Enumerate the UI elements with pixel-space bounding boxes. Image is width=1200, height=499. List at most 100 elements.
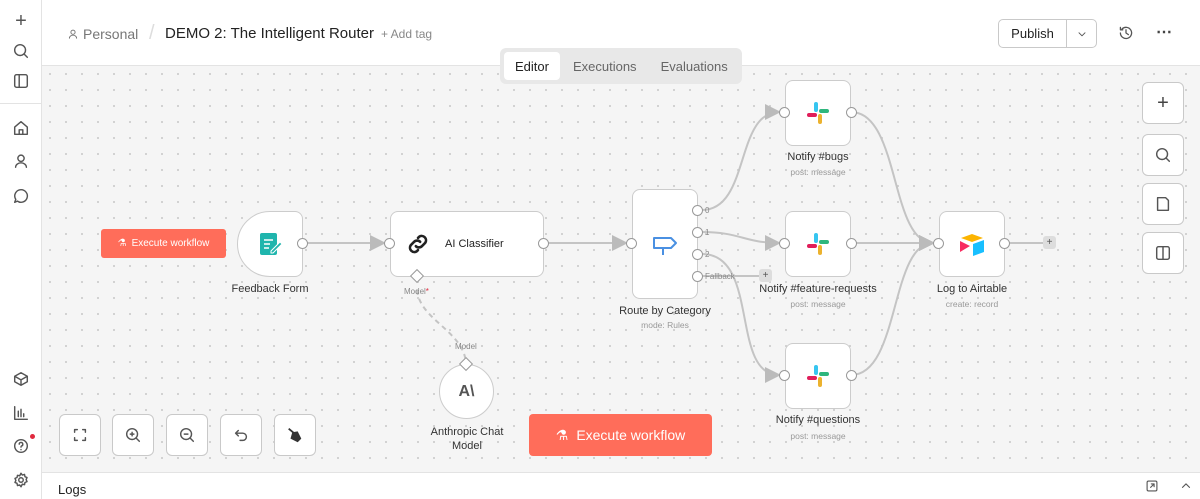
home-icon[interactable]: [9, 116, 33, 140]
output-port[interactable]: [846, 370, 857, 381]
popout-icon[interactable]: [1145, 479, 1159, 498]
toggle-panel-button[interactable]: [1142, 232, 1184, 274]
sticky-note-button[interactable]: [1142, 183, 1184, 225]
input-port[interactable]: [779, 370, 790, 381]
node-ai-classifier[interactable]: AI Classifier: [390, 211, 544, 277]
form-icon: [260, 233, 283, 255]
execute-workflow-trigger-button[interactable]: ⚗Execute workflow: [101, 229, 226, 258]
settings-gear-icon[interactable]: [9, 468, 33, 492]
connection: [850, 111, 935, 251]
publish-button-group: Publish: [998, 19, 1097, 48]
fit-view-button[interactable]: [59, 414, 101, 456]
chat-icon[interactable]: [9, 184, 33, 208]
slack-icon: [807, 102, 829, 124]
input-port[interactable]: [779, 107, 790, 118]
breadcrumb-separator: /: [149, 22, 155, 44]
signpost-icon: [653, 237, 677, 255]
publish-dropdown-chevron-icon[interactable]: [1067, 20, 1096, 47]
divider: [0, 103, 42, 104]
panel-icon: [1155, 245, 1171, 261]
zoom-out-icon: [179, 427, 195, 443]
help-icon[interactable]: [9, 434, 33, 458]
anthropic-logo-icon: A\: [458, 382, 475, 400]
node-label: Notify #feature-requests: [759, 283, 877, 295]
node-feedback-form[interactable]: [237, 211, 303, 277]
node-label: Notify #bugs: [787, 151, 849, 163]
node-label: Log to Airtable: [936, 283, 1008, 295]
zoom-in-button[interactable]: [112, 414, 154, 456]
output-port-fallback[interactable]: [692, 271, 703, 282]
node-notify-bugs[interactable]: [785, 80, 851, 146]
view-tabs: Editor Executions Evaluations: [500, 48, 742, 84]
output-port[interactable]: [846, 107, 857, 118]
node-route-by-category[interactable]: [632, 189, 698, 299]
add-node-button[interactable]: +: [1043, 236, 1056, 249]
add-tag-link[interactable]: + Add tag: [381, 27, 433, 41]
publish-button[interactable]: Publish: [999, 20, 1067, 47]
output-label: Fallback: [705, 272, 735, 281]
project-name: Personal: [83, 26, 139, 42]
input-port[interactable]: [933, 238, 944, 249]
logs-panel-bar[interactable]: Logs: [42, 472, 1200, 499]
node-subtitle: post: message: [790, 167, 846, 177]
undo-button[interactable]: [220, 414, 262, 456]
undo-icon: [234, 429, 248, 442]
input-port[interactable]: [384, 238, 395, 249]
model-port-label: Model: [455, 342, 477, 351]
search-nodes-button[interactable]: [1142, 134, 1184, 176]
slack-icon: [807, 233, 829, 255]
zoom-out-button[interactable]: [166, 414, 208, 456]
execute-workflow-button[interactable]: ⚗Execute workflow: [529, 414, 712, 456]
output-port[interactable]: [297, 238, 308, 249]
node-label: Feedback Form: [231, 283, 309, 295]
model-connection: [416, 289, 467, 363]
add-node-panel-button[interactable]: +: [1142, 82, 1184, 124]
user-icon[interactable]: [9, 149, 33, 173]
tidy-up-button[interactable]: [274, 414, 316, 456]
flask-icon: ⚗: [117, 238, 127, 249]
plus-icon[interactable]: +: [15, 9, 27, 32]
sidebar-toggle-icon[interactable]: [9, 69, 33, 93]
slack-icon: [807, 365, 829, 387]
flask-icon: ⚗: [555, 426, 569, 443]
connection: [701, 104, 781, 211]
workflow-canvas[interactable]: [42, 66, 1200, 472]
tab-executions[interactable]: Executions: [572, 58, 637, 74]
insights-chart-icon[interactable]: [9, 401, 33, 425]
output-port[interactable]: [538, 238, 549, 249]
output-port-2[interactable]: [692, 249, 703, 260]
output-port[interactable]: [999, 238, 1010, 249]
output-port-0[interactable]: [692, 205, 703, 216]
more-options-icon[interactable]: ⋯: [1156, 24, 1172, 41]
node-notify-questions[interactable]: [785, 343, 851, 409]
node-anthropic-chat-model[interactable]: A\: [439, 364, 494, 419]
node-subtitle: post: message: [790, 431, 846, 441]
workflow-title[interactable]: DEMO 2: The Intelligent Router: [165, 25, 374, 42]
input-port[interactable]: [626, 238, 637, 249]
left-sidebar: +: [0, 0, 42, 499]
add-node-button[interactable]: +: [759, 269, 772, 282]
broom-icon: [288, 428, 302, 443]
fit-view-icon: [73, 428, 87, 442]
user-icon: [68, 29, 78, 39]
node-notify-feature-requests[interactable]: [785, 211, 851, 277]
search-icon[interactable]: [9, 39, 33, 63]
output-port[interactable]: [846, 238, 857, 249]
breadcrumb-project[interactable]: Personal: [67, 26, 138, 42]
model-port-label: Model*: [404, 287, 429, 296]
tab-evaluations[interactable]: Evaluations: [660, 58, 728, 74]
output-label: 2: [705, 250, 710, 259]
templates-icon[interactable]: [9, 367, 33, 391]
plus-icon: +: [1157, 91, 1169, 114]
history-icon[interactable]: [1118, 24, 1134, 47]
input-port[interactable]: [779, 238, 790, 249]
node-log-to-airtable[interactable]: [939, 211, 1005, 277]
output-port-1[interactable]: [692, 227, 703, 238]
chevron-up-icon[interactable]: [1179, 479, 1193, 498]
notification-dot: [30, 434, 35, 439]
link-chain-icon: [408, 234, 428, 254]
tab-editor[interactable]: Editor: [504, 52, 560, 80]
connection: [701, 253, 781, 383]
output-label: 0: [705, 206, 710, 215]
